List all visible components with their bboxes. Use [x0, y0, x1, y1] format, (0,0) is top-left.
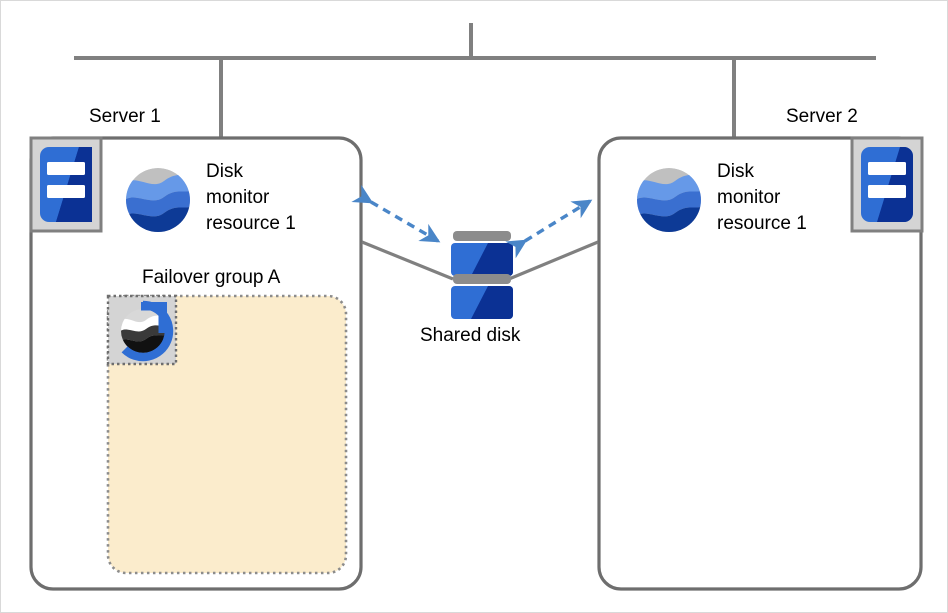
shared-disk-icon: [451, 231, 513, 319]
disk-monitor-globe-icon: [637, 168, 701, 232]
disk-monitor-resource-1-label-server-2: Disk monitor resource 1: [717, 161, 807, 234]
failover-group-label: Failover group A: [142, 267, 281, 288]
server-icon: [29, 136, 103, 233]
server-1-label: Server 1: [89, 106, 161, 127]
monitor-arrow-right: [505, 199, 593, 259]
disk-monitor-resource-1-label-server-1: Disk monitor resource 1: [206, 161, 296, 234]
server-2-label: Server 2: [786, 106, 858, 127]
monitor-arrow-left: [351, 184, 441, 243]
network-bus: [74, 23, 876, 141]
server-2-box: [597, 136, 923, 591]
server-icon: [850, 136, 924, 233]
failover-group-box: [106, 294, 348, 575]
failover-group-icon: [106, 294, 178, 366]
shared-disk-label: Shared disk: [420, 325, 521, 346]
